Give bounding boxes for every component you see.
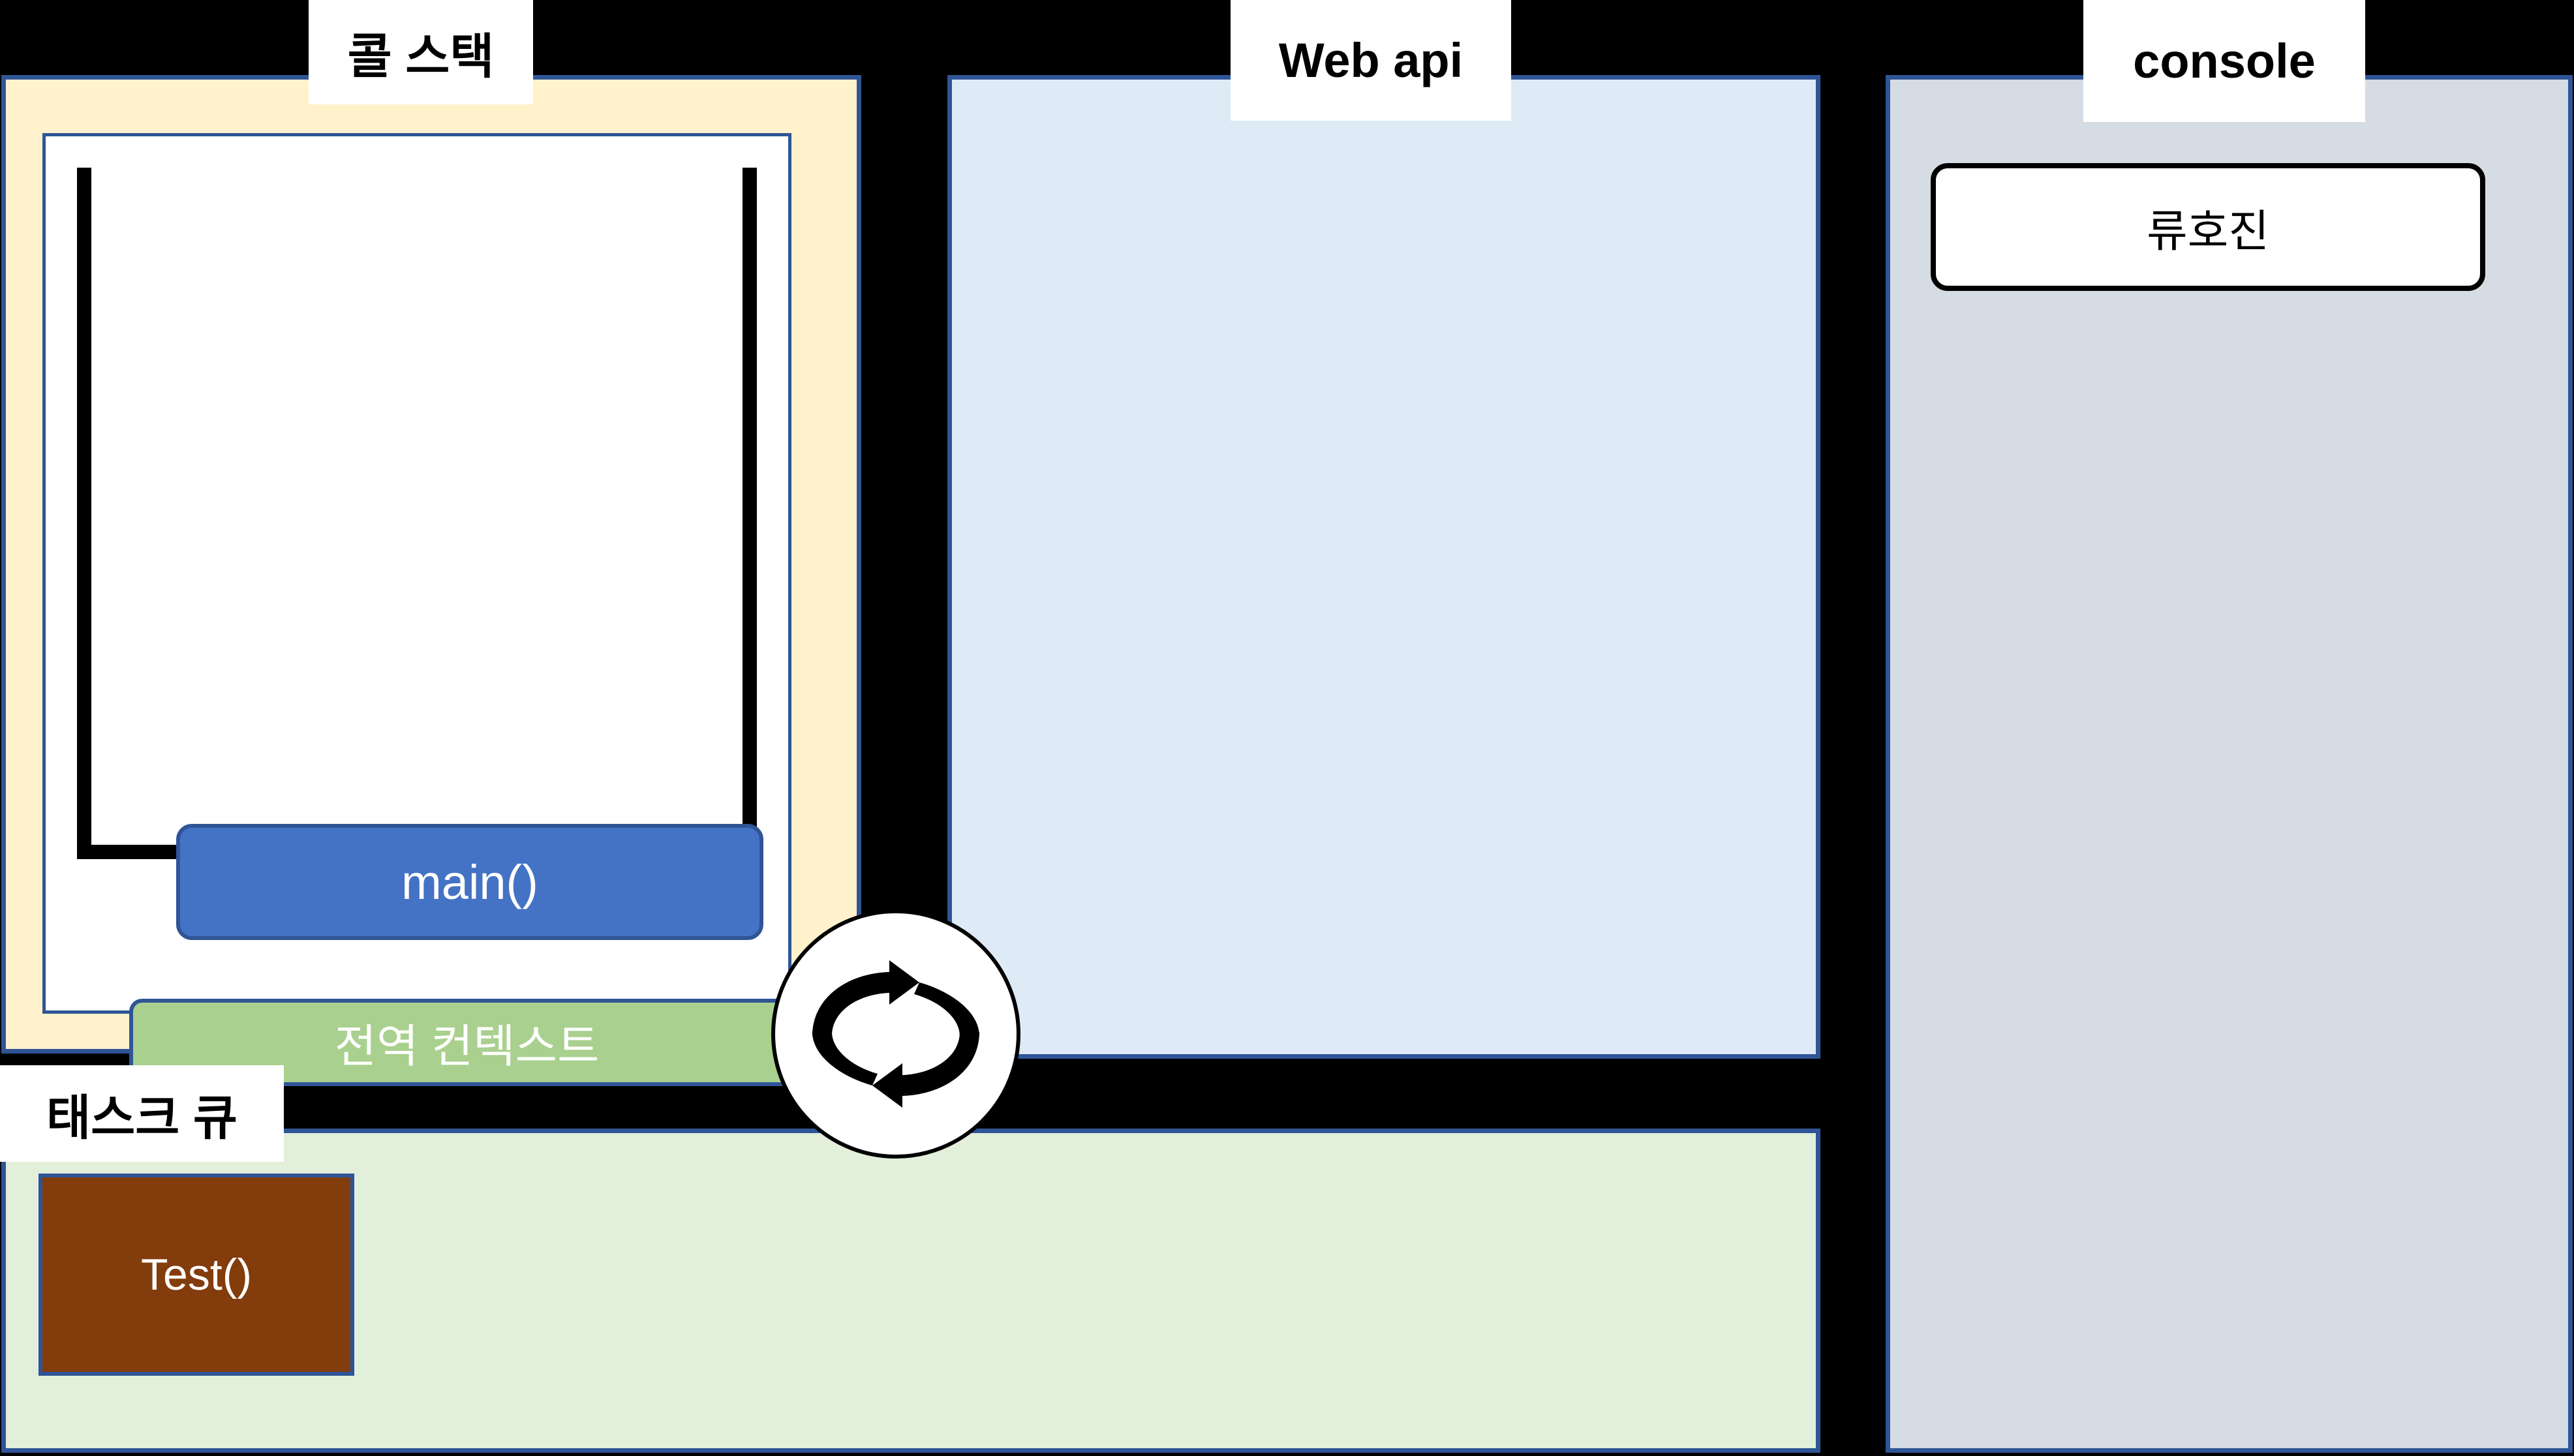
call-stack-frame-main[interactable]: main() (176, 824, 763, 940)
web-api-title: Web api (1231, 0, 1511, 121)
web-api-panel (947, 75, 1820, 1059)
console-panel: 류호진 (1886, 75, 2573, 1453)
task-queue-item-test[interactable]: Test() (38, 1174, 354, 1376)
console-title: console (2083, 0, 2365, 122)
event-loop-circular-arrows-icon (798, 959, 994, 1109)
call-stack-frame-main-label: main() (401, 855, 538, 909)
task-queue-panel: Test() (1, 1129, 1820, 1453)
call-stack-title: 콜 스택 (309, 0, 533, 104)
console-output-box: 류호진 (1931, 163, 2485, 291)
call-stack-inner-area: main() 전역 컨텍스트 (42, 133, 804, 1086)
task-queue-title: 태스크 큐 (0, 1065, 284, 1162)
task-queue-item-test-label: Test() (141, 1250, 252, 1299)
event-loop-circle (771, 909, 1020, 1159)
call-stack-container (77, 168, 757, 859)
global-execution-context-label: 전역 컨텍스트 (334, 1020, 600, 1072)
call-stack-panel: main() 전역 컨텍스트 (1, 75, 861, 1086)
console-output-line: 류호진 (2147, 206, 2269, 256)
